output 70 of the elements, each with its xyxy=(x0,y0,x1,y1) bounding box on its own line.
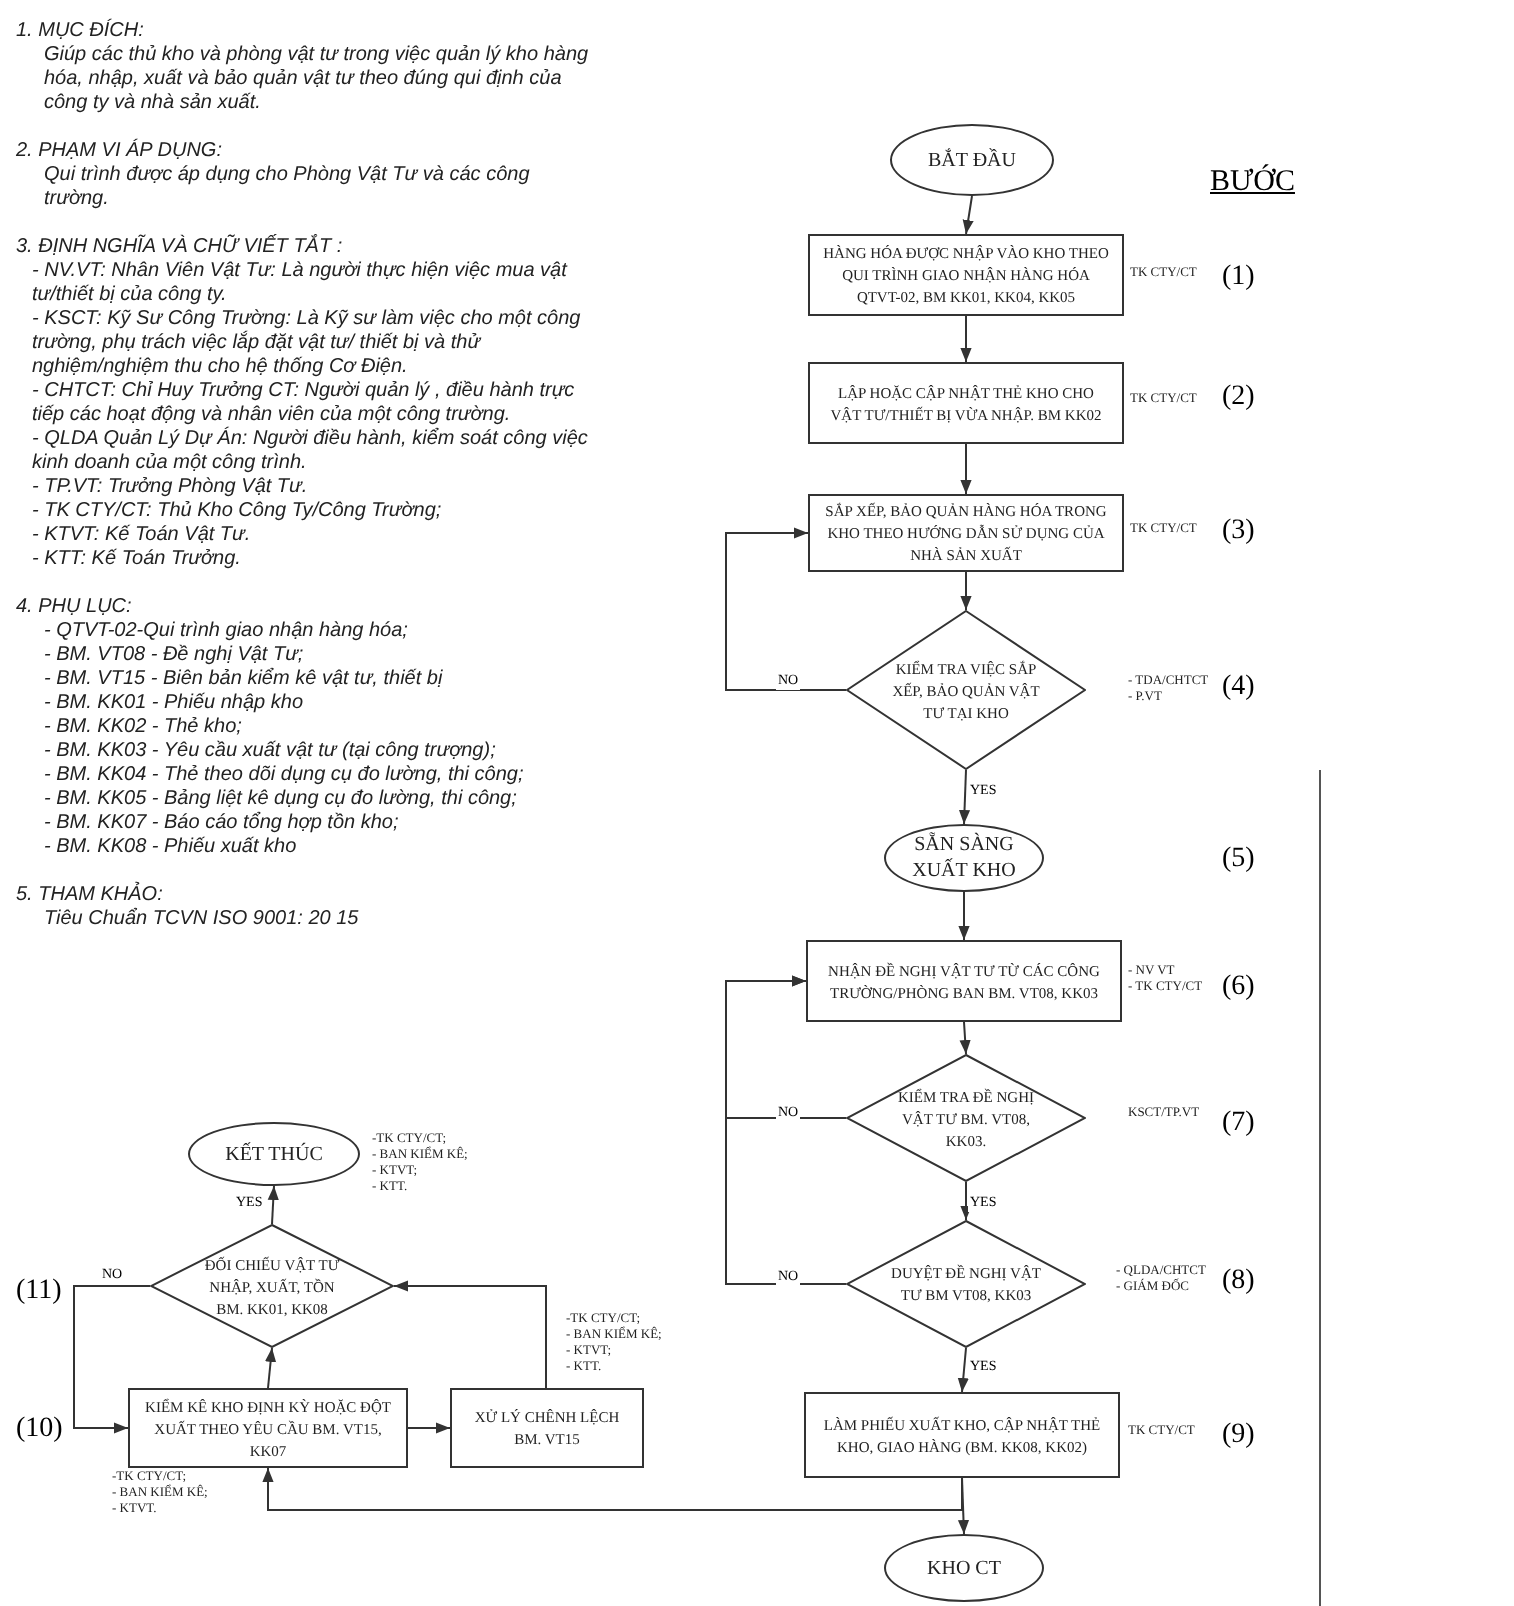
arrow xyxy=(393,1280,547,1389)
arrow xyxy=(960,1181,972,1221)
arrow xyxy=(957,1347,969,1393)
section-text: - KTVT: Kế Toán Vật Tư. xyxy=(30,524,253,548)
step-number: (4) xyxy=(1222,670,1255,706)
arrow xyxy=(73,1285,151,1434)
section-text: - BM. VT15 - Biên bản kiểm kê vật tư, thiết bị xyxy=(42,668,445,692)
arrow xyxy=(267,1185,279,1225)
step-number: (7) xyxy=(1222,1106,1255,1142)
step-text: KHO CT xyxy=(927,1555,1001,1581)
process-box xyxy=(128,1388,408,1468)
section-text: - QTVT-02-Qui trình giao nhận hàng hóa; xyxy=(42,620,410,644)
process-box xyxy=(808,234,1124,316)
section-heading: 5. THAM KHẢO: xyxy=(16,884,165,907)
step-text: BẮT ĐẦU xyxy=(928,147,1016,173)
section-text: - BM. VT08 - Đề nghị Vật Tư; xyxy=(42,644,306,667)
step-number: (1) xyxy=(1222,260,1255,296)
decision-diamond xyxy=(846,1220,1086,1348)
section-text: - CHTCT: Chỉ Huy Trưởng CT: Người quản lý , điều hành trực tiếp các hoạt động và nhân viên của một công trường. xyxy=(30,380,577,426)
section-text: Tiêu Chuẩn TCVN ISO 9001: 20 15 xyxy=(42,908,361,932)
section-text: Qui trình được áp dụng cho Phòng Vật Tư và các công trường. xyxy=(42,164,532,212)
arrow xyxy=(725,975,847,1285)
section-heading: 4. PHỤ LỤC: xyxy=(16,596,134,620)
section-text: - BM. KK01 - Phiếu nhập kho xyxy=(42,692,306,716)
step-number: (2) xyxy=(1222,380,1255,416)
arrow xyxy=(407,1422,451,1434)
arrow xyxy=(262,1467,963,1511)
arrow xyxy=(960,571,972,611)
step-number: (3) xyxy=(1222,514,1255,550)
section-text: - KSCT: Kỹ Sư Công Trường: Là Kỹ sư làm việc cho một công trường, phụ trách việc lắp đặt vật tư/ thiết bị và thử nghiệm/nghiệm thu cho hệ thống Cơ Điện. xyxy=(30,308,583,380)
step-text: SẴN SÀNG XUẤT KHO xyxy=(910,832,1018,884)
process-box xyxy=(808,362,1124,444)
step-number: (8) xyxy=(1222,1264,1255,1300)
section-heading: 2. PHẠM VI ÁP DỤNG: xyxy=(16,140,224,164)
step-number: (11) xyxy=(16,1274,62,1310)
arrow xyxy=(958,891,970,941)
step-text: KẾT THÚC xyxy=(225,1141,323,1167)
decision-diamond xyxy=(846,1054,1086,1182)
arrow xyxy=(960,315,972,363)
section-heading: 3. ĐỊNH NGHĨA VÀ CHỮ VIẾT TẮT : xyxy=(16,236,345,260)
process-box xyxy=(450,1388,644,1468)
section-text: - BM. KK04 - Thẻ theo dõi dụng cụ đo lường, thi công; xyxy=(42,764,526,788)
section-text: - BM. KK03 - Yêu cầu xuất vật tư (tại công trượng); xyxy=(42,740,498,764)
section-text: - BM. KK08 - Phiếu xuất kho xyxy=(42,836,299,860)
section-text: - TP.VT: Trưởng Phòng Vật Tư. xyxy=(30,476,310,500)
decision-diamond xyxy=(150,1224,394,1348)
arrow xyxy=(958,769,971,825)
step-number: (5) xyxy=(1222,842,1255,878)
arrow xyxy=(959,1021,971,1055)
section-text: - NV.VT: Nhân Viên Vật Tư: Là người thực hiện việc mua vật tư/thiết bị của công ty. xyxy=(30,260,570,308)
section-text: - QLDA Quản Lý Dự Án: Người điều hành, kiểm soát công việc kinh doanh của một công trình. xyxy=(30,428,590,476)
section-text: - BM. KK05 - Bảng liệt kê dụng cụ đo lường, thi công; xyxy=(42,788,519,811)
section-heading: 1. MỤC ĐÍCH: xyxy=(16,20,146,44)
process-box xyxy=(804,1392,1120,1478)
step-number: (10) xyxy=(16,1412,63,1448)
section-text: - BM. KK02 - Thẻ kho; xyxy=(42,716,244,740)
step-number: (6) xyxy=(1222,970,1255,1006)
process-box xyxy=(806,940,1122,1022)
section-text: - TK CTY/CT: Thủ Kho Công Ty/Công Trường; xyxy=(30,500,444,524)
section-text: Giúp các thủ kho và phòng vật tư trong việc quản lý kho hàng hóa, nhập, xuất và bảo quản vật tư theo đúng qui định của công ty và nhà sản xuất. xyxy=(42,44,591,116)
arrow xyxy=(960,443,972,495)
decision-diamond xyxy=(846,610,1086,770)
arrow xyxy=(725,527,847,691)
step-number: (9) xyxy=(1222,1418,1255,1454)
arrow xyxy=(265,1347,277,1389)
section-text: - BM. KK07 - Báo cáo tổng hợp tồn kho; xyxy=(42,812,401,836)
section-text: - KTT: Kế Toán Trưởng. xyxy=(30,548,243,572)
arrow xyxy=(962,195,974,235)
column-heading: BƯỚC xyxy=(1210,162,1295,202)
process-box xyxy=(808,494,1124,572)
